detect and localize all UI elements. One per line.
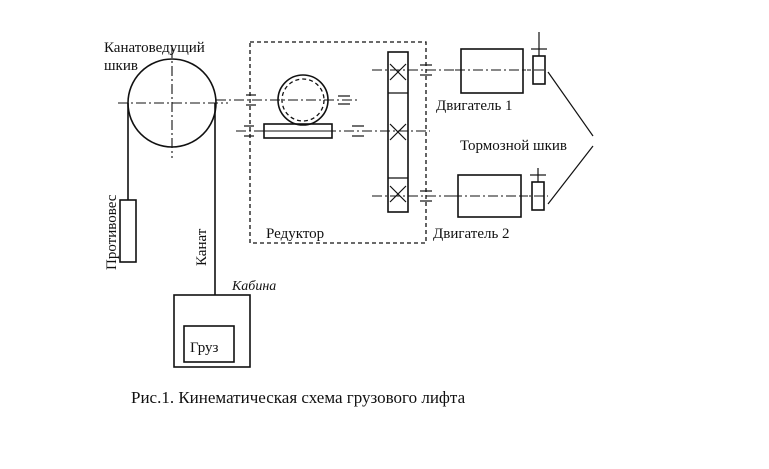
motor1: [460, 48, 524, 94]
reducer-label: Редуктор: [266, 226, 324, 242]
cabin: [173, 294, 251, 368]
worm-wheel: [277, 74, 329, 126]
counterweight-label: Противовес: [104, 194, 120, 270]
rope-label: Канат: [194, 228, 210, 266]
brake-pulley-leaders: [547, 71, 594, 205]
counterweight: [119, 199, 137, 263]
load-label: Груз: [190, 340, 219, 356]
motor1-label: Двигатель 1: [436, 98, 513, 114]
brake-pulley-label: Тормозной шкив: [460, 138, 567, 154]
reducer-housing: [249, 41, 427, 244]
sheave-shaft: [216, 94, 360, 106]
brake-pulley-2: [530, 168, 546, 211]
load-box: [183, 325, 235, 363]
cabin-label: Кабина: [231, 279, 276, 294]
brake-pulley-1: [531, 32, 547, 85]
worm-shaft: [236, 123, 430, 139]
figure-caption: Рис.1. Кинематическая схема грузового ли…: [131, 388, 466, 407]
sheave-label-line2: шкив: [104, 58, 138, 74]
motor2-label: Двигатель 2: [433, 226, 510, 242]
gear-train: [387, 51, 409, 213]
sheave-label-line1: Канатоведущий: [104, 40, 205, 56]
